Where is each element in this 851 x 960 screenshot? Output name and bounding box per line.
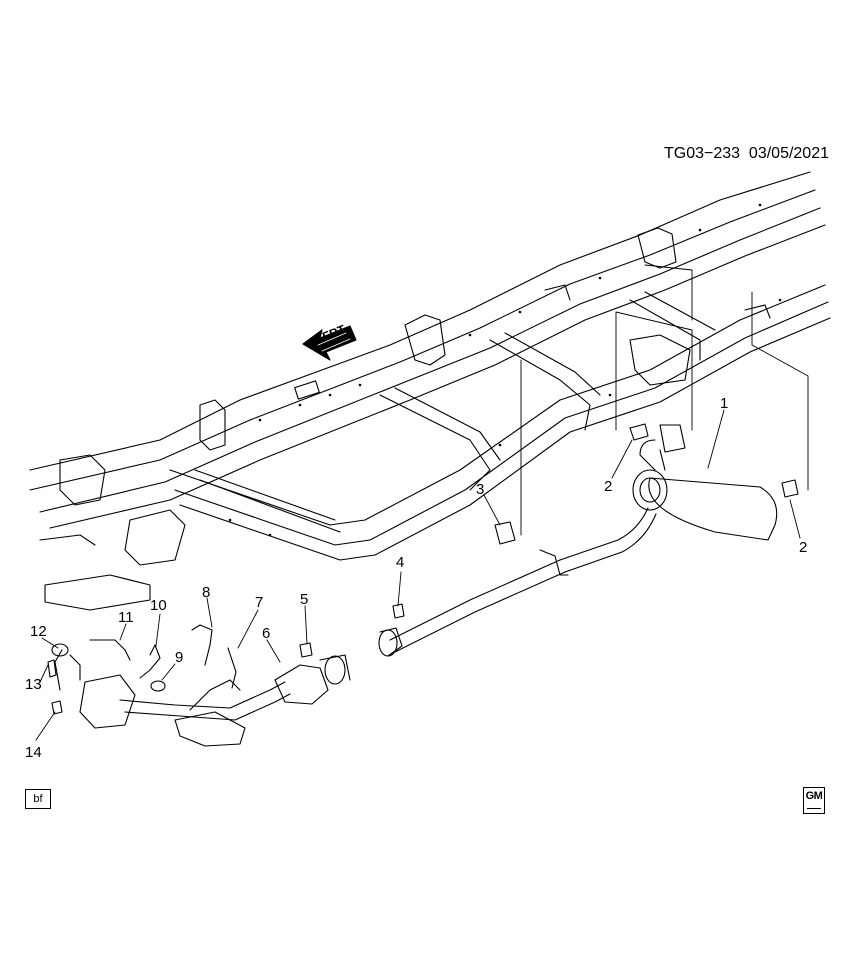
- gm-logo: GM: [803, 787, 825, 814]
- callout-7: 7: [255, 594, 264, 611]
- stud-13: [47, 659, 57, 678]
- drawing-date: 03/05/2021: [748, 145, 829, 162]
- gm-logo-text: GM: [805, 790, 823, 802]
- callout-6: 6: [262, 625, 271, 642]
- leader-guide-lines: [520, 264, 809, 536]
- callout-5: 5: [300, 591, 309, 608]
- gasket-12: [51, 643, 69, 657]
- frame-rail-right: [169, 284, 831, 561]
- gm-logo-bar: [807, 807, 821, 809]
- frame-label-plate: [294, 380, 320, 400]
- frame-rail-left: [29, 171, 826, 529]
- bf-label-box: bf: [25, 789, 51, 809]
- callout-4: 4: [396, 554, 405, 571]
- nut-14: [51, 700, 63, 715]
- intermediate-pipe: [389, 507, 657, 653]
- drawing-header: TG03−233 03/05/2021: [664, 145, 829, 163]
- callout-leaders: [35, 409, 801, 741]
- hanger-3: [494, 521, 516, 545]
- muffler-assembly: [632, 424, 778, 541]
- callout-1: 1: [720, 395, 729, 412]
- drawing-code: TG03−233: [663, 145, 741, 162]
- callout-2-right: 2: [799, 539, 808, 556]
- frame-brackets: [39, 227, 771, 611]
- callout-8: 8: [202, 584, 211, 601]
- callout-12: 12: [30, 623, 47, 640]
- callout-9: 9: [175, 649, 184, 666]
- frame-crossmembers: [194, 291, 716, 533]
- frame-holes: [228, 203, 782, 537]
- callout-2-left: 2: [604, 478, 613, 495]
- callout-10: 10: [150, 597, 167, 614]
- callout-3: 3: [476, 481, 485, 498]
- gasket-9: [150, 680, 166, 692]
- tailpipe-hanger-bracket: [629, 423, 799, 498]
- callout-14: 14: [25, 744, 42, 761]
- callout-11: 11: [118, 609, 134, 626]
- catalytic-converter-6: [274, 654, 351, 705]
- front-exhaust-pipe-assembly: [54, 649, 291, 747]
- oxygen-sensors: [89, 624, 237, 689]
- insulator-4: [392, 603, 405, 619]
- front-direction-arrow: [302, 325, 357, 361]
- callout-13: 13: [25, 676, 42, 693]
- intermediate-pipe-flange: [378, 627, 403, 657]
- bolt-5: [299, 642, 313, 658]
